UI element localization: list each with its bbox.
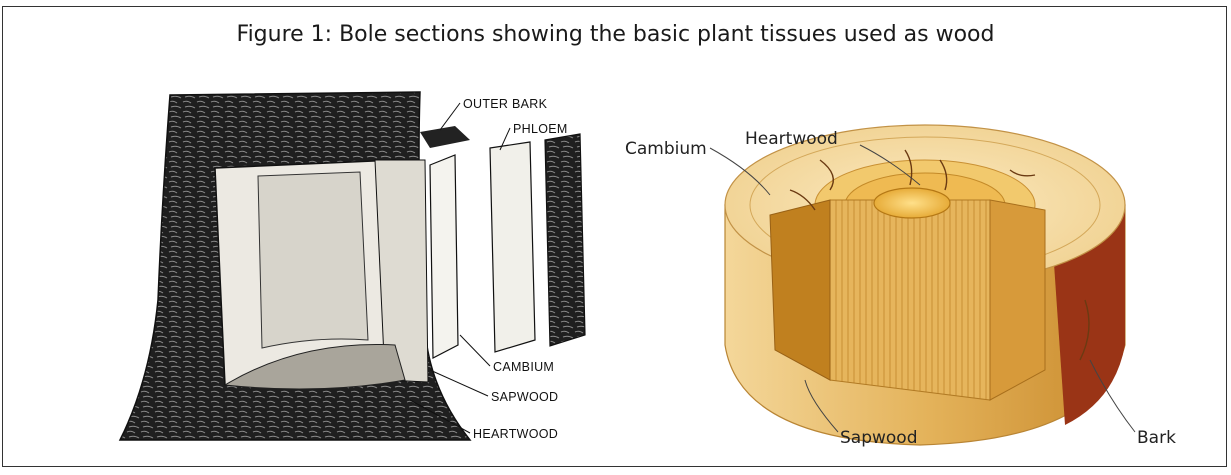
cutaway-inner-wall [990,200,1045,400]
label-sapwood-right: Sapwood [840,428,918,448]
label-phloem: PHLOEM [513,122,568,136]
label-bark-right: Bark [1137,428,1176,448]
heartwood-section [258,172,368,348]
label-outer-bark: OUTER BARK [463,97,548,111]
cambium-layer [430,155,458,358]
cutaway-wedge [830,200,990,400]
right-log-diagram: Heartwood Cambium Sapwood Bark [625,125,1176,448]
outer-bark-layer [545,134,585,346]
label-cambium: CAMBIUM [493,360,554,374]
label-heartwood: HEARTWOOD [473,427,558,441]
left-tree-diagram: OUTER BARK PHLOEM CAMBIUM SAPWOOD HEARTW… [120,92,585,441]
label-heartwood-right: Heartwood [745,129,838,149]
label-cambium-right: Cambium [625,139,707,159]
phloem-layer [490,142,535,352]
label-sapwood: SAPWOOD [491,390,558,404]
bark-strip [420,126,470,148]
pith-center [874,188,950,218]
